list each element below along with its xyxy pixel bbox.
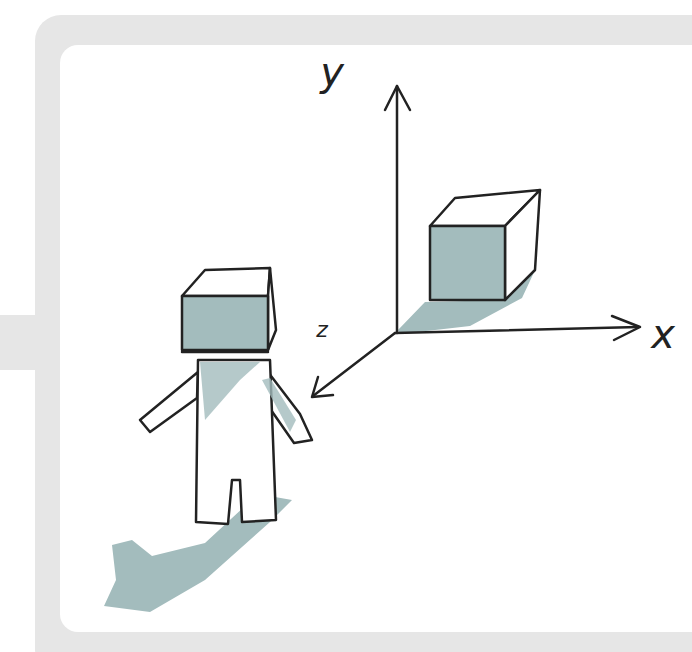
body-shading xyxy=(200,362,260,420)
axis-label: x xyxy=(651,314,675,354)
z-axis xyxy=(313,333,395,396)
inner-panel xyxy=(60,45,692,632)
cube-side xyxy=(505,190,540,300)
left-arm xyxy=(140,372,198,432)
head-top xyxy=(182,268,270,296)
head-front xyxy=(182,296,268,350)
y-arrowhead xyxy=(385,86,410,110)
x-arrowhead xyxy=(612,316,640,340)
y-axis xyxy=(396,86,399,333)
axis-label: y xyxy=(320,52,344,92)
right-arm xyxy=(268,372,312,443)
x-axis xyxy=(395,327,638,333)
neck-line xyxy=(182,351,268,354)
axis-label: z xyxy=(316,319,328,341)
body xyxy=(196,360,276,524)
cube-front xyxy=(430,226,505,300)
z-arrowhead xyxy=(312,377,333,397)
arm-shading xyxy=(262,378,296,432)
